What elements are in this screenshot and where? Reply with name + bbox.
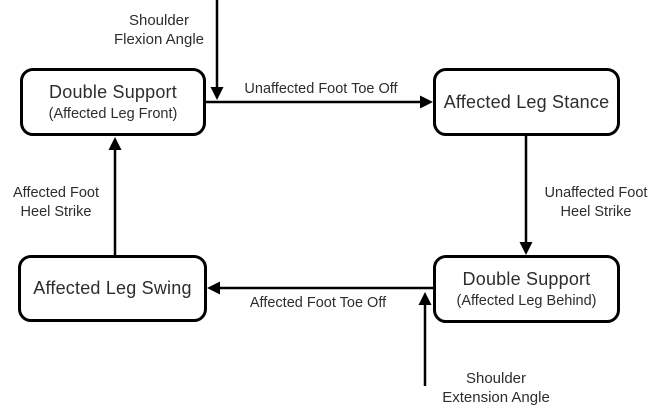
label-shoulder-extension-angle: Shoulder Extension Angle <box>442 369 550 407</box>
label-line1: Shoulder <box>465 370 527 387</box>
label-line1: Shoulder <box>128 12 190 29</box>
label-unaffected-foot-toe-off: Unaffected Foot Toe Off <box>244 81 398 97</box>
state-title: Double Support <box>49 82 177 103</box>
arrow-shoulder-flexion-input <box>210 0 224 100</box>
state-double-support-behind: Double Support (Affected Leg Behind) <box>433 255 620 323</box>
state-affected-leg-stance: Affected Leg Stance <box>433 68 620 136</box>
label-line2: Heel Strike <box>560 204 632 220</box>
label-shoulder-flexion-angle: Shoulder Flexion Angle <box>114 11 204 49</box>
label-line2: Extension Angle <box>442 389 550 406</box>
label-line1: Affected Foot <box>13 185 99 201</box>
state-title: Affected Leg Swing <box>33 278 192 299</box>
state-subtitle: (Affected Leg Front) <box>48 105 178 122</box>
label-affected-foot-heel-strike: Affected Foot Heel Strike <box>13 184 99 222</box>
label-line2: Heel Strike <box>20 204 92 220</box>
arrow-affected-foot-heel-strike <box>108 137 122 255</box>
arrow-unaffected-foot-toe-off <box>206 95 433 109</box>
label-affected-foot-toe-off: Affected Foot Toe Off <box>249 295 387 311</box>
arrow-affected-foot-toe-off <box>207 281 433 295</box>
label-line2: Flexion Angle <box>113 31 205 48</box>
state-affected-leg-swing: Affected Leg Swing <box>18 255 207 322</box>
arrow-unaffected-foot-heel-strike <box>519 136 533 255</box>
state-title: Affected Leg Stance <box>443 91 610 112</box>
label-unaffected-foot-heel-strike: Unaffected Foot Heel Strike <box>545 184 648 222</box>
arrow-shoulder-extension-input <box>418 292 432 386</box>
state-double-support-front: Double Support (Affected Leg Front) <box>20 68 206 136</box>
label-line1: Unaffected Foot <box>544 185 648 201</box>
state-subtitle: (Affected Leg Behind) <box>456 292 597 309</box>
state-title: Double Support <box>462 269 591 290</box>
